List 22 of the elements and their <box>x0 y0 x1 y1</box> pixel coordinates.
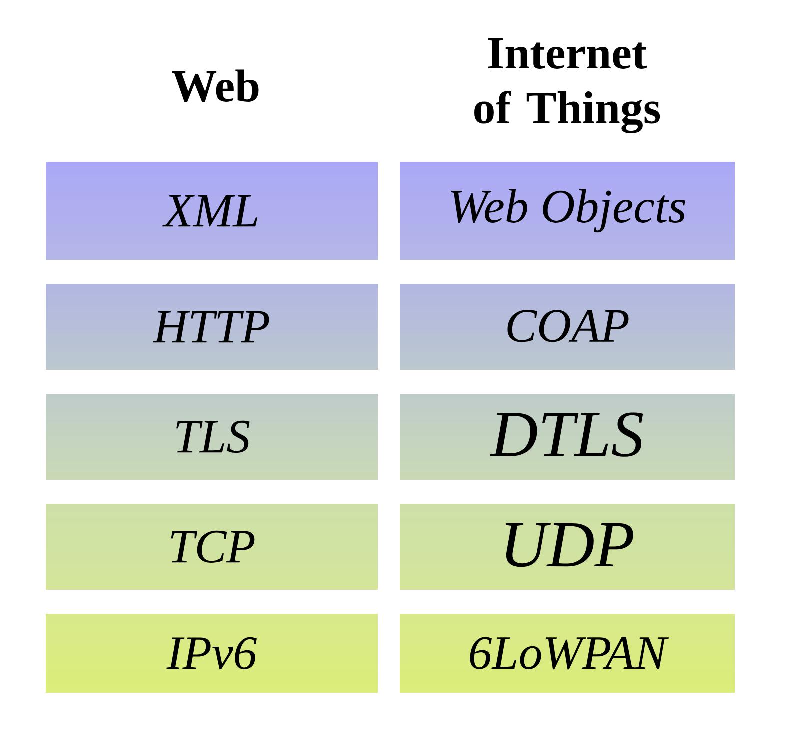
layer-box: 6LoWPAN <box>400 614 735 693</box>
node-label: DTLS <box>490 412 644 457</box>
layer-box: Web Objects <box>400 162 735 260</box>
layer-box: XML <box>46 162 378 260</box>
layer-box: TLS <box>46 394 378 480</box>
node-label: XML <box>162 195 258 227</box>
node-label: IPv6 <box>166 637 257 670</box>
layer-box: IPv6 <box>46 614 378 693</box>
layer-box: COAP <box>400 284 735 370</box>
layer-box: UDP <box>400 504 735 590</box>
column-heading: Internet of Things <box>474 38 660 134</box>
node-label: UDP <box>506 523 634 568</box>
node-label: HTTP <box>153 311 270 343</box>
node-label: Web Objects <box>451 189 686 233</box>
node-label: TLS <box>176 420 250 454</box>
node-label: TCP <box>171 530 255 564</box>
node-label: COAP <box>508 310 629 342</box>
column-heading: Web <box>172 70 259 102</box>
layer-box: TCP <box>46 504 378 590</box>
layer-box: HTTP <box>46 284 378 370</box>
node-label: 6LoWPAN <box>470 637 669 670</box>
layer-box: DTLS <box>400 394 735 480</box>
